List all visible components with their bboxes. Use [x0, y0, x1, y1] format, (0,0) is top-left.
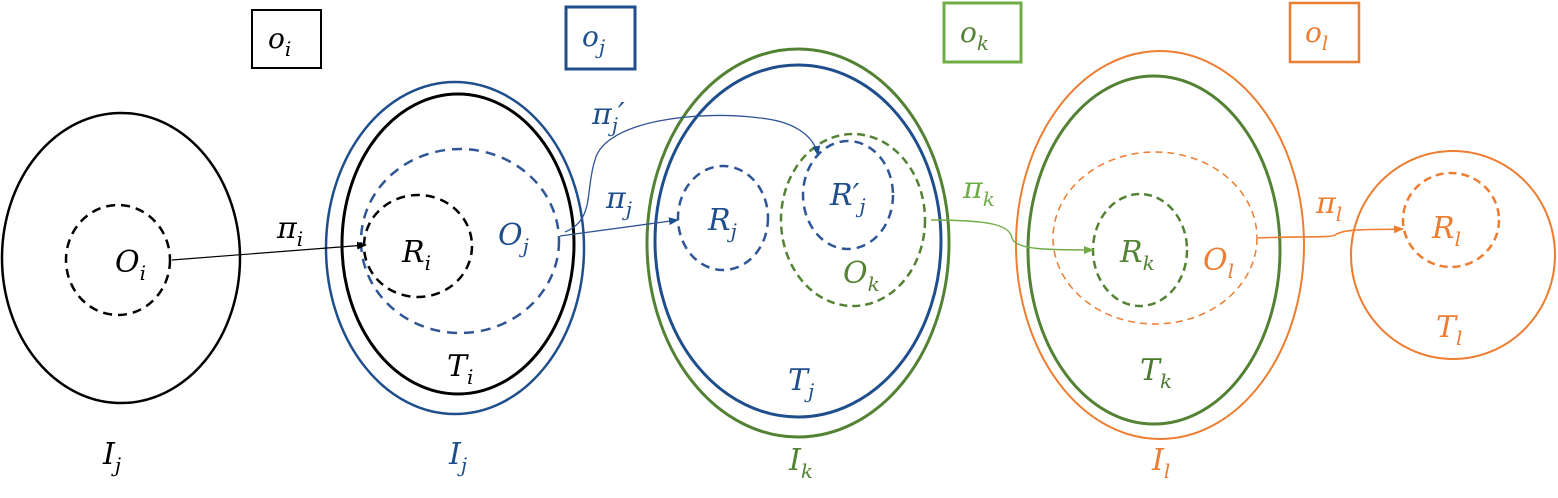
- label-I3: Ik: [788, 443, 813, 483]
- label-Rk: Rk: [1119, 235, 1155, 275]
- label-Ol: Ol: [1203, 243, 1234, 283]
- ellipse-Rpj: [801, 139, 895, 251]
- ellipse-Oi: [64, 203, 172, 317]
- label-Tj: Tj: [788, 363, 814, 403]
- ellipse-Ok: [779, 132, 927, 308]
- ellipse-Tl: [1350, 150, 1556, 360]
- label-Tl: Tl: [1436, 310, 1462, 350]
- ellipse-Tj: [653, 63, 943, 419]
- box-oi: oi: [251, 9, 322, 69]
- label-Ti: Ti: [447, 349, 473, 389]
- label-pi-i: πi: [276, 211, 303, 251]
- label-pi-k: πk: [962, 171, 995, 211]
- ellipse-Ik-outer: [645, 47, 951, 439]
- label-Rj: Rj: [707, 203, 737, 243]
- label-pi-j: πj: [605, 181, 632, 221]
- label-I4: Il: [1151, 443, 1170, 483]
- label-Oi: Oi: [115, 245, 146, 285]
- ellipse-Il-outer: [1015, 50, 1305, 440]
- ellipse-Ol: [1052, 151, 1258, 325]
- arrow-pi-j-prime: [564, 114, 821, 233]
- label-Ri: Ri: [401, 235, 431, 275]
- ellipse-Ti: [340, 92, 576, 396]
- label-Tk: Tk: [1140, 353, 1172, 393]
- arrow-pi-k: [930, 219, 1094, 254]
- box-ol: ol: [1288, 1, 1361, 64]
- ellipse-outer-1: [0, 111, 242, 405]
- label-pi-l: πl: [1315, 186, 1342, 226]
- ellipse-Rl: [1401, 171, 1501, 269]
- box-oj: oj: [564, 5, 637, 71]
- label-Ok: Ok: [843, 256, 880, 296]
- label-I2: Ij: [448, 437, 467, 477]
- svg-text:ok: ok: [960, 16, 989, 55]
- arrow-pi-l: [1257, 225, 1404, 239]
- label-Oj: Oj: [498, 218, 529, 258]
- ellipse-Oj: [359, 147, 561, 335]
- svg-text:oj: oj: [582, 20, 605, 59]
- label-I1: Ij: [102, 437, 121, 477]
- svg-text:ol: ol: [1305, 16, 1328, 55]
- ellipse-Tk: [1026, 74, 1282, 426]
- label-Rpj: R′j: [829, 178, 866, 218]
- label-Rl: Rl: [1431, 211, 1461, 251]
- box-ok: ok: [942, 1, 1023, 64]
- ellipse-Ri: [362, 193, 474, 299]
- arrow-pi-j: [559, 217, 679, 237]
- label-pi-j-prime: πj′: [591, 97, 625, 137]
- svg-text:oi: oi: [268, 22, 291, 61]
- arrow-pi-i: [171, 241, 367, 261]
